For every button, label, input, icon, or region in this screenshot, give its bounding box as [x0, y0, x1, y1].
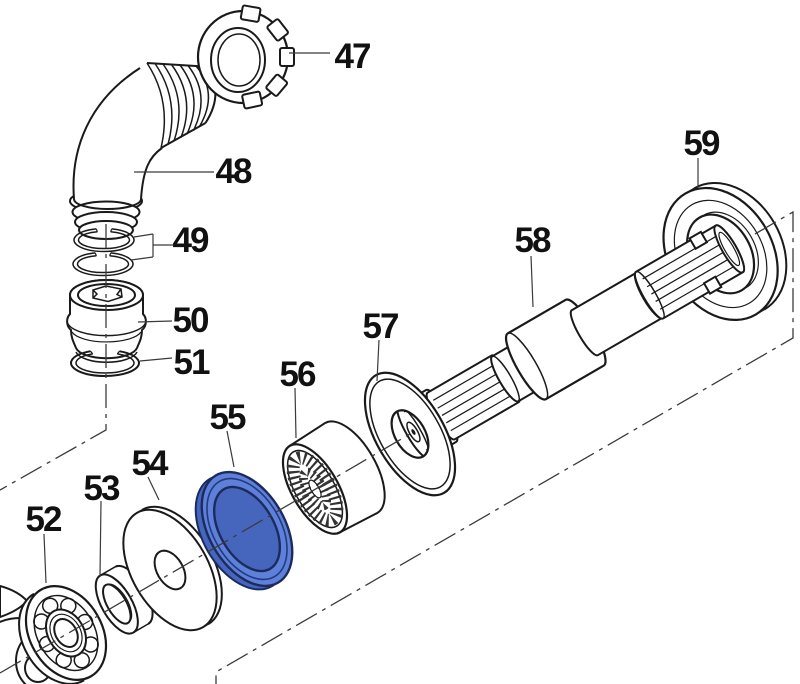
part-label-58: 58: [515, 221, 551, 260]
o-ring-2-ends: [94, 252, 112, 257]
part-label-59: 59: [684, 124, 720, 163]
needle-bearing-shell-edges: [289, 422, 378, 534]
part-labels: 47 48 49 50 51 52 53 54 55 56 57 58 59: [26, 37, 722, 539]
o-ring-1-outer: [73, 228, 135, 253]
part-label-55: 55: [210, 398, 246, 437]
pto-tip-face: [713, 224, 746, 274]
leader-55: [226, 430, 235, 468]
flange-edge-connectors: [685, 187, 765, 316]
pto-tip-inner: [718, 231, 741, 267]
leader-57: [376, 339, 380, 382]
part-label-51: 51: [174, 343, 210, 382]
leader-49-bracket: [130, 233, 173, 261]
part-49-o-rings: [72, 228, 135, 277]
o-ring-1-ends: [95, 228, 113, 233]
part-label-50: 50: [173, 301, 209, 340]
ring-nut-bore: [210, 27, 266, 93]
leader-56: [294, 387, 297, 439]
o-ring-2-inner: [76, 255, 130, 274]
ring-nut-castellations: [239, 4, 295, 110]
elbow-tube-body: [73, 63, 206, 199]
leader-54: [147, 476, 160, 501]
leader-50: [137, 320, 173, 323]
bearing-outer-race-edge: [33, 594, 99, 672]
journal-step-ring: [490, 355, 520, 403]
retaining-ring-outer: [70, 350, 140, 377]
bearing-bore-chamfer: [49, 613, 83, 653]
part-label-57: 57: [363, 307, 398, 346]
washer-hole-edge: [162, 550, 186, 587]
part-48-elbow-pipe: [69, 62, 217, 240]
shaft-assembly: [363, 182, 788, 497]
part-label-52: 52: [26, 500, 62, 539]
leader-53: [99, 500, 102, 577]
part-52-ball-bearing: [18, 585, 108, 684]
hose-connector-lower-seam: [71, 331, 142, 343]
shaft-center-hub: [406, 421, 421, 443]
ring-nut-bore-chamfer: [217, 33, 261, 87]
spacer-bore-edge: [109, 583, 133, 621]
shaft-center-hole: [411, 429, 416, 435]
part-label-54: 54: [132, 444, 169, 483]
oil-seal-hole-edge: [399, 410, 429, 455]
leader-58: [530, 255, 534, 308]
part-47-ring-nut: [196, 4, 295, 110]
part-54-washer: [122, 505, 223, 632]
part-label-49: 49: [173, 221, 209, 260]
part-label-48: 48: [216, 152, 252, 191]
flange-hole-edge: [703, 211, 759, 289]
o-ring-1-inner: [77, 231, 131, 250]
leader-51: [139, 357, 173, 362]
leader-lines: [43, 52, 699, 584]
part-label-53: 53: [84, 469, 120, 508]
axis-continuation-boundary: [215, 210, 794, 684]
elbow-inner-edge: [140, 147, 163, 200]
part-51-retaining-ring: [70, 350, 140, 377]
retaining-ring-inner: [75, 353, 135, 374]
elbow-base-curve: [73, 198, 142, 210]
pto-spline-ridges: [642, 234, 737, 310]
spline-ridges-front: [432, 363, 514, 432]
drum-front-face: [505, 332, 549, 401]
part-label-47: 47: [335, 37, 370, 76]
pto-groove-notch-top: [688, 230, 709, 251]
leader-52: [43, 533, 47, 584]
o-ring-2-outer: [72, 252, 134, 277]
bearing-bore: [53, 617, 79, 649]
elbow-outer-edge: [72, 67, 141, 200]
part-label-56: 56: [280, 355, 316, 394]
part-58-shaft: [396, 224, 746, 460]
pto-groove-notch-bottom: [702, 275, 723, 295]
elbow-group-centerline: [0, 224, 107, 491]
retaining-ring-ends: [90, 350, 120, 355]
part-53-spacer-ring: [94, 564, 154, 635]
